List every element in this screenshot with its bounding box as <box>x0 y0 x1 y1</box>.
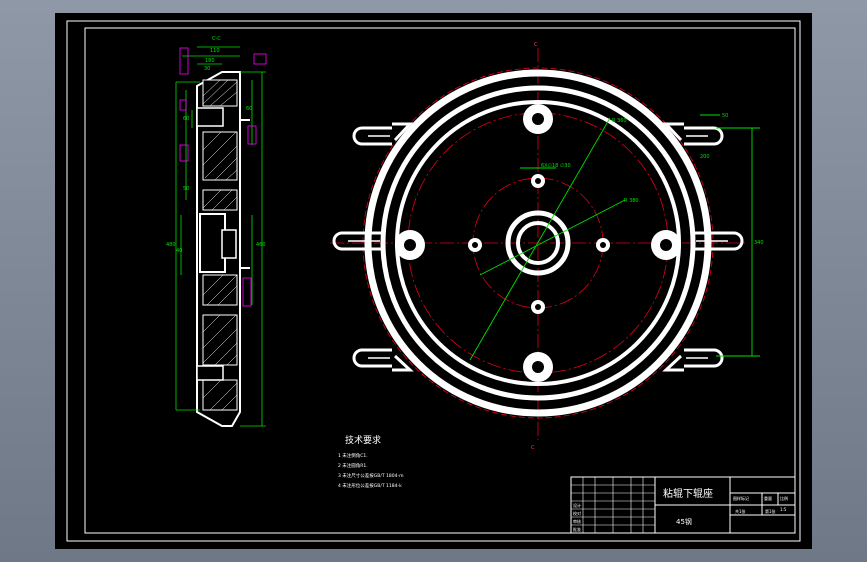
svg-text:第1张: 第1张 <box>765 508 776 514</box>
lower-pocket <box>196 365 224 381</box>
outer-frame <box>66 20 801 542</box>
svg-text:480: 480 <box>166 242 176 248</box>
hatch-lines <box>202 79 238 411</box>
inner-frame <box>84 27 796 534</box>
outer-ring <box>364 69 712 417</box>
middle-pocket <box>199 213 226 273</box>
title-block <box>570 476 796 534</box>
svg-text:批准: 批准 <box>573 526 581 532</box>
tolerance-frames <box>179 47 267 307</box>
plan-view: C C R 360 R 380 6X∅18 ∅30 340 50 200 <box>330 42 764 451</box>
large-boss-holes <box>404 113 672 373</box>
section-hatching <box>202 79 238 411</box>
svg-text:图样标记: 图样标记 <box>733 495 749 501</box>
part-material: 45钢 <box>676 517 692 526</box>
section-dimension-texts: C-C 110 180 30 460 480 60 50 40 60 <box>166 36 266 254</box>
svg-text:比例: 比例 <box>780 495 788 501</box>
plan-dimension-texts: C C R 360 R 380 6X∅18 ∅30 340 50 200 <box>531 42 764 451</box>
svg-text:60: 60 <box>183 116 189 122</box>
upper-pocket <box>196 107 224 127</box>
svg-text:40: 40 <box>176 248 182 254</box>
svg-text:60: 60 <box>246 106 252 112</box>
section-view: C-C 110 180 30 460 480 60 50 40 60 <box>166 36 267 427</box>
drawing-sheet <box>55 13 812 549</box>
svg-text:200: 200 <box>700 154 710 160</box>
svg-text:340: 340 <box>754 240 764 246</box>
svg-text:设计: 设计 <box>573 502 581 508</box>
mounting-lugs <box>332 122 744 372</box>
svg-text:R 360: R 360 <box>612 118 627 124</box>
svg-text:R 380: R 380 <box>624 198 639 204</box>
section-label: C-C <box>212 36 221 42</box>
title-block-texts: 粘辊下辊座 45钢 图样标记 重量 比例 1:5 共1张 第1张 设计 校对 审… <box>573 487 788 532</box>
hub-inner <box>516 221 560 265</box>
svg-text:6X∅18 ∅30: 6X∅18 ∅30 <box>541 163 571 169</box>
tech-req-item: 3 未注尺寸公差按GB/T 1804-m <box>338 472 404 479</box>
svg-text:审核: 审核 <box>573 518 581 524</box>
plan-dimension-lines <box>469 114 760 361</box>
tech-req-heading: 技术要求 <box>345 434 381 446</box>
svg-text:1:5: 1:5 <box>780 507 787 512</box>
svg-text:C: C <box>531 445 535 451</box>
svg-text:校对: 校对 <box>573 510 581 516</box>
tech-req-item: 2 未注圆角R1. <box>338 462 368 469</box>
second-ring <box>380 85 696 401</box>
svg-text:110: 110 <box>210 48 220 54</box>
part-name: 粘辊下辊座 <box>663 487 713 500</box>
svg-text:C: C <box>534 42 538 48</box>
technical-requirements: 技术要求 1 未注倒角C1. 2 未注圆角R1. 3 未注尺寸公差按GB/T 1… <box>338 434 404 489</box>
middle-bore <box>221 229 237 259</box>
svg-text:共1张: 共1张 <box>735 508 746 514</box>
hub-outer <box>505 210 571 276</box>
svg-text:460: 460 <box>256 242 266 248</box>
svg-text:180: 180 <box>205 58 215 64</box>
svg-text:30: 30 <box>204 66 210 72</box>
svg-text:50: 50 <box>183 186 189 192</box>
section-outline <box>196 71 241 427</box>
small-boss-holes <box>472 178 606 310</box>
lug-inner-slots <box>348 135 728 359</box>
svg-text:重量: 重量 <box>764 495 772 501</box>
svg-text:50: 50 <box>722 113 728 119</box>
tech-req-item: 4 未注形位公差按GB/T 1184-k <box>338 482 402 489</box>
tech-req-item: 1 未注倒角C1. <box>338 452 368 459</box>
